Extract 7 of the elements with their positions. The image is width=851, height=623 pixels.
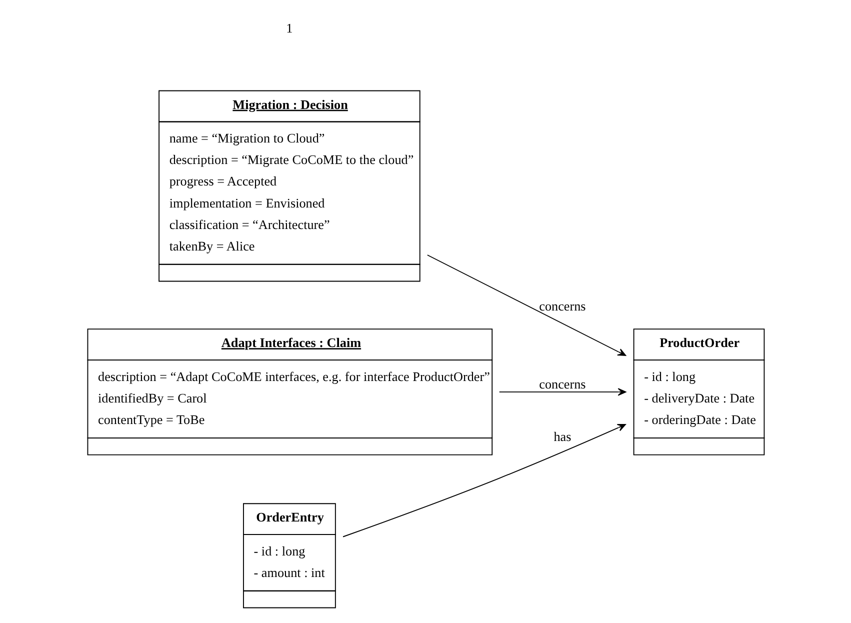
arrow [342,424,626,538]
arrow [498,388,626,396]
edge-label: has [554,428,572,444]
edge-label: concerns [539,376,586,392]
edge-label: concerns [539,298,586,314]
label: 1 [286,20,293,36]
arrow [426,254,626,356]
